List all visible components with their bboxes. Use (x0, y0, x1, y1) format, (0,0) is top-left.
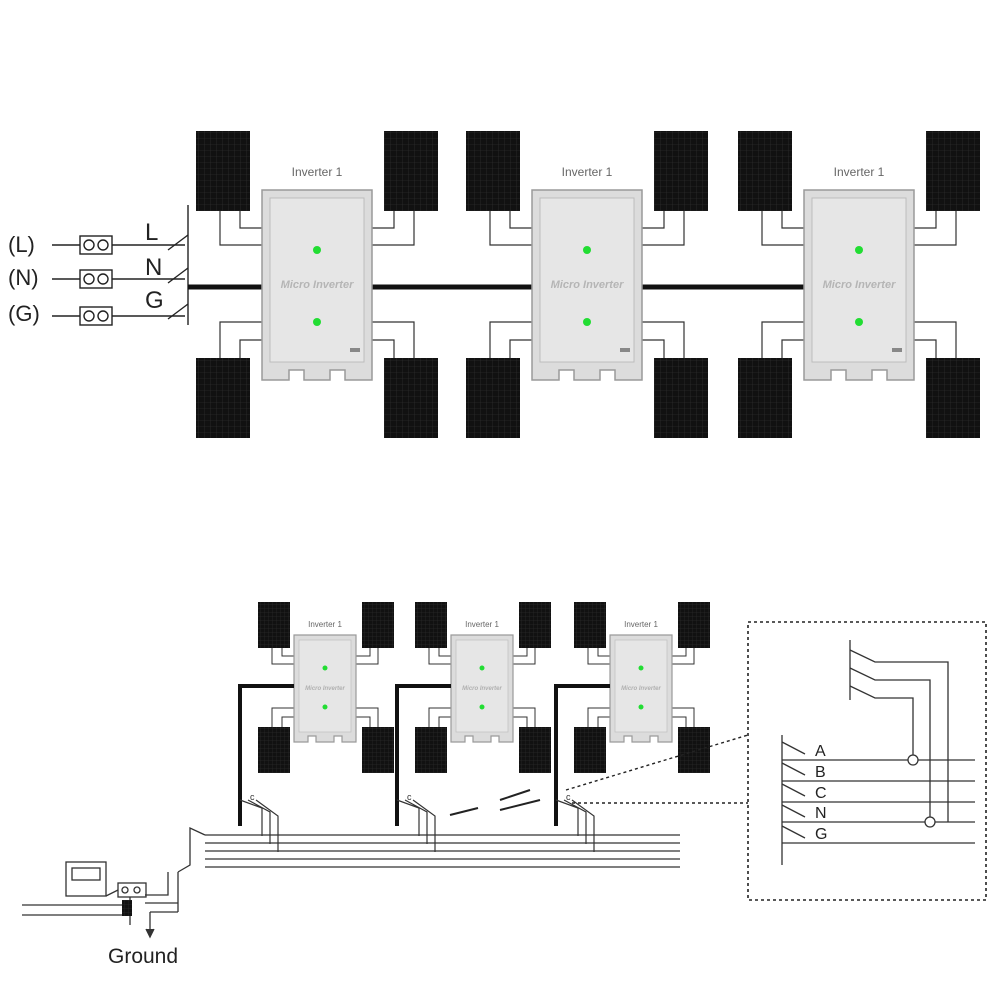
micro-inverter: Micro Inverter (803, 189, 915, 381)
ground-label: Ground (108, 945, 178, 968)
status-led (638, 665, 644, 671)
status-led (322, 665, 328, 671)
solar-panel (258, 602, 290, 648)
solar-panel (362, 727, 394, 773)
solar-panel (415, 602, 447, 648)
solar-panel (574, 727, 606, 773)
micro-inverter: Micro Inverter (450, 634, 514, 743)
solar-panel (654, 358, 708, 438)
solar-panel (519, 602, 551, 648)
micro-inverter: Micro Inverter (293, 634, 357, 743)
svg-text:c: c (250, 792, 255, 802)
input-label-g: (G) (8, 301, 40, 326)
inverter-title: Inverter 1 (562, 165, 613, 179)
status-led (479, 665, 485, 671)
micro-inverter: Micro Inverter (609, 634, 673, 743)
status-led (322, 704, 328, 710)
solar-panel (362, 602, 394, 648)
inverter-unit: Micro Inverter Inverter 1 (466, 131, 708, 438)
inverter-brand: Micro Inverter (551, 279, 624, 291)
solar-panel (926, 358, 980, 438)
status-led (638, 704, 644, 710)
solar-panel (678, 727, 710, 773)
svg-text:c: c (566, 792, 571, 802)
status-led (583, 246, 591, 254)
svg-text:c: c (407, 792, 412, 802)
inverter-unit: Micro Inverter Inverter 1 (738, 131, 980, 438)
solar-panel (258, 727, 290, 773)
solar-panel (196, 358, 250, 438)
solar-panel (466, 131, 520, 211)
micro-inverter: Micro Inverter (531, 189, 643, 381)
solar-panel (574, 602, 606, 648)
status-led (479, 704, 485, 710)
solar-panel (196, 131, 250, 211)
solar-panel (384, 131, 438, 211)
ac-terminal-group: (L) (N) (G) (8, 205, 189, 326)
solar-panel (466, 358, 520, 438)
status-led (855, 246, 863, 254)
solar-panel (519, 727, 551, 773)
status-led (313, 318, 321, 326)
line-label-n: N (145, 254, 162, 281)
top-wiring-diagram: (L) (N) (G) (8, 131, 980, 438)
distribution-box (22, 861, 178, 939)
solar-panel (678, 602, 710, 648)
micro-inverter: Micro Inverter (261, 189, 373, 381)
inverter-unit: Micro Inverter Inverter 1 c (395, 602, 551, 852)
line-label-l: L (145, 219, 158, 246)
phase-label-b: B (815, 764, 826, 781)
detail-callout-lines (565, 734, 749, 804)
solar-panel (415, 727, 447, 773)
input-label-n: (N) (8, 265, 39, 290)
solar-panel (654, 131, 708, 211)
status-led (313, 246, 321, 254)
inverter-title: Inverter 1 (308, 620, 342, 629)
solar-panel (738, 131, 792, 211)
detail-inset: A B C N G (747, 621, 987, 901)
inverter-brand: Micro Inverter (281, 279, 354, 291)
bottom-wiring-diagram: Ground Micro Inverter (22, 602, 987, 968)
continuation-dashes (449, 789, 541, 816)
status-led (855, 318, 863, 326)
input-label-l: (L) (8, 232, 35, 257)
status-led (583, 318, 591, 326)
phase-label-a: A (815, 743, 826, 760)
inverter-brand: Micro Inverter (462, 686, 502, 692)
phase-label-g: G (815, 826, 827, 843)
inverter-title: Inverter 1 (624, 620, 658, 629)
solar-panel (926, 131, 980, 211)
inverter-brand: Micro Inverter (823, 279, 896, 291)
inverter-brand: Micro Inverter (621, 686, 661, 692)
line-label-g: G (145, 287, 164, 314)
inverter-unit: Micro Inverter Inverter 1 (196, 131, 438, 438)
inverter-title: Inverter 1 (834, 165, 885, 179)
inverter-unit: Micro Inverter Inverter 1 c (554, 602, 710, 852)
phase-label-n: N (815, 805, 827, 822)
phase-label-c: C (815, 785, 827, 802)
inverter-unit: Micro Inverter Inverter 1 c (238, 602, 394, 852)
solar-panel (384, 358, 438, 438)
phase-bus (150, 826, 680, 913)
solar-panel (738, 358, 792, 438)
inverter-title: Inverter 1 (465, 620, 499, 629)
inverter-brand: Micro Inverter (305, 686, 345, 692)
inverter-title: Inverter 1 (292, 165, 343, 179)
